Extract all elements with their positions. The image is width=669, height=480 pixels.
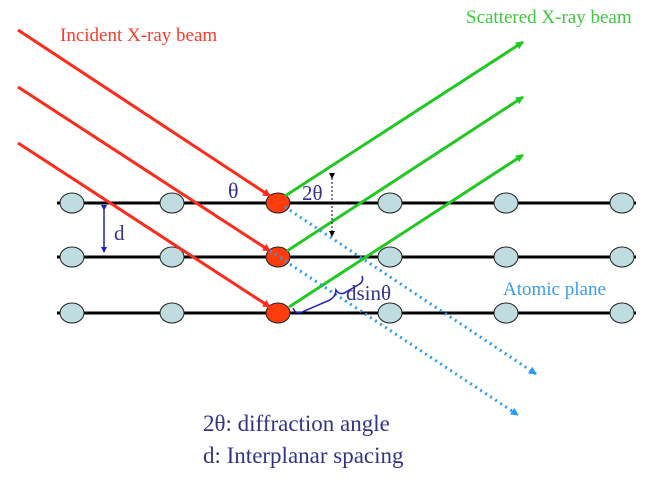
transmitted-beam-1	[284, 205, 537, 376]
scattered-beam-1	[284, 40, 524, 198]
legend-interplanar-spacing: d: Interplanar spacing	[203, 443, 404, 468]
incident-beam-3	[17, 141, 271, 309]
atom	[493, 192, 519, 214]
atom	[609, 192, 635, 214]
atom	[377, 302, 403, 324]
atom	[159, 246, 185, 268]
atom	[377, 192, 403, 214]
atom	[609, 246, 635, 268]
atomic-plane-label: Atomic plane	[503, 279, 606, 300]
dsin-brace	[292, 275, 364, 314]
scattering-atom	[265, 246, 291, 268]
dsin-theta-label: dsinθ	[346, 281, 391, 305]
atom	[59, 302, 85, 324]
scattering-atom	[265, 302, 291, 324]
scattered-label: Scattered X-ray beam	[466, 7, 632, 28]
atom	[59, 246, 85, 268]
scattered-beams	[284, 40, 524, 309]
incident-label: Incident X-ray beam	[60, 25, 217, 46]
incident-beam-1	[17, 28, 271, 198]
atom	[159, 302, 185, 324]
theta-label: θ	[228, 178, 239, 203]
incident-beam-2	[17, 85, 271, 253]
transmitted-beams	[269, 205, 537, 417]
atomic-planes	[57, 201, 636, 315]
legend-diffraction-angle: 2θ: diffraction angle	[203, 411, 390, 436]
transmitted-beam-2	[269, 249, 519, 417]
incident-beams	[17, 28, 271, 309]
d-label: d	[114, 221, 125, 245]
scattered-beam-3	[288, 153, 524, 309]
atom	[159, 192, 185, 214]
atoms	[59, 192, 635, 324]
scattered-beam-2	[286, 95, 524, 253]
atom	[609, 302, 635, 324]
scattering-atom	[265, 192, 291, 214]
two-theta-label: 2θ	[302, 181, 323, 205]
atom	[493, 246, 519, 268]
atom	[59, 192, 85, 214]
atom	[377, 246, 403, 268]
atom	[493, 302, 519, 324]
